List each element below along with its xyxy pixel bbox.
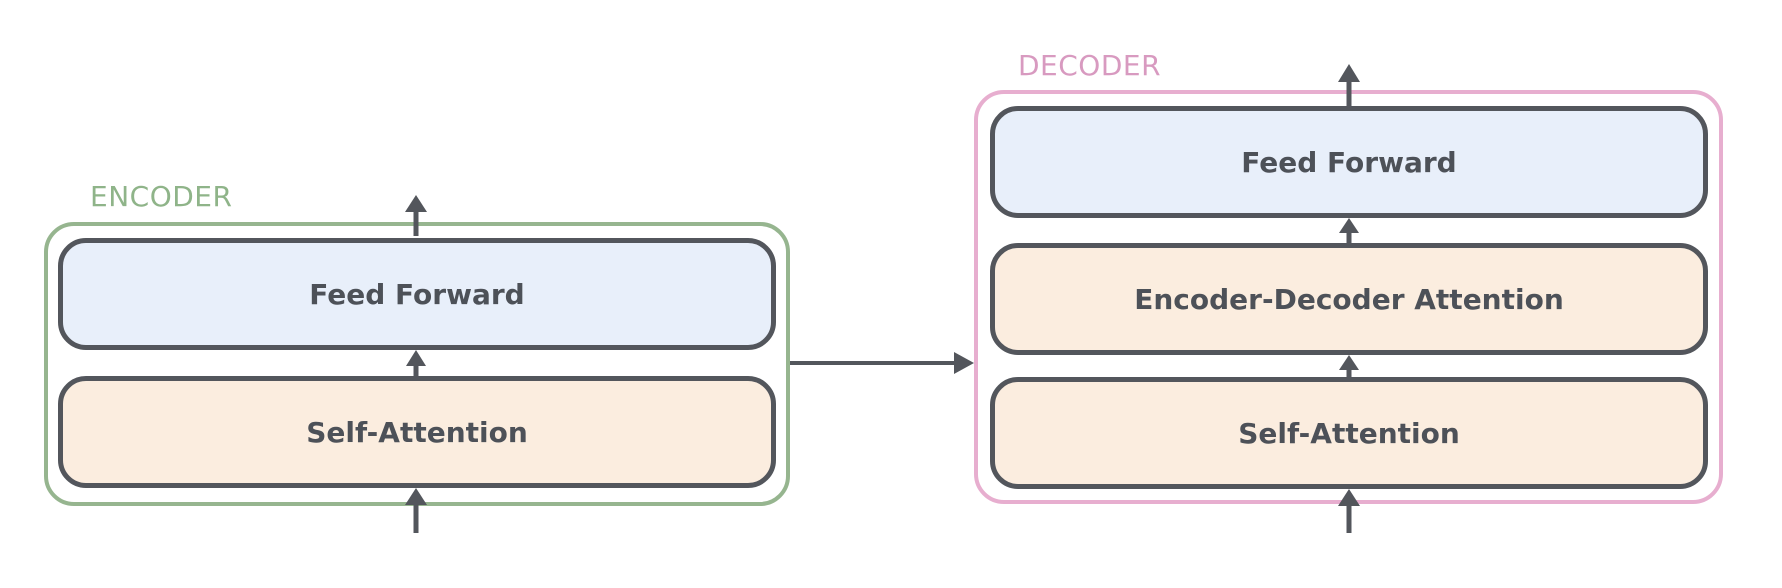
decoder-feed-forward-label: Feed Forward <box>1241 145 1457 179</box>
encoder-output-arrow <box>405 195 427 236</box>
encoder-label: ENCODER <box>90 180 233 213</box>
decoder-output-arrow <box>1338 64 1360 106</box>
encoder-self-attention-label: Self-Attention <box>306 415 528 449</box>
decoder-upper-internal-arrow <box>1339 218 1359 243</box>
encoder-self-attention-block: Self-Attention <box>58 376 776 488</box>
decoder-self-attention-block: Self-Attention <box>990 377 1708 489</box>
decoder-input-arrow <box>1338 489 1360 533</box>
decoder-encoder-decoder-attention-block: Encoder-Decoder Attention <box>990 243 1708 355</box>
decoder-self-attention-label: Self-Attention <box>1238 416 1460 450</box>
encoder-input-arrow <box>405 488 427 533</box>
decoder-encoder-decoder-attention-label: Encoder-Decoder Attention <box>1134 282 1564 316</box>
decoder-lower-internal-arrow <box>1339 355 1359 377</box>
encoder-to-decoder-arrow <box>790 352 974 374</box>
decoder-feed-forward-block: Feed Forward <box>990 106 1708 218</box>
encoder-internal-arrow <box>406 350 426 376</box>
encoder-feed-forward-block: Feed Forward <box>58 238 776 350</box>
decoder-label: DECODER <box>1018 49 1162 82</box>
encoder-feed-forward-label: Feed Forward <box>309 277 525 311</box>
